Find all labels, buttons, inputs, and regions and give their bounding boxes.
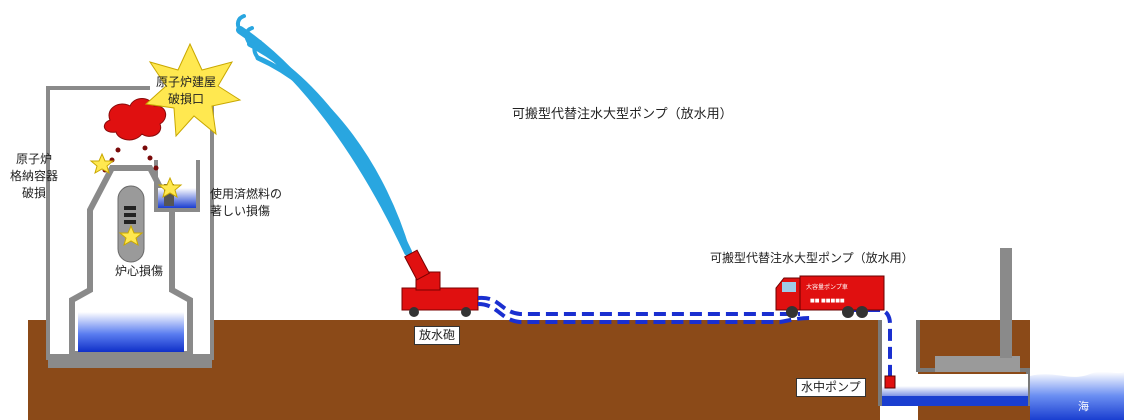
label-reactor-building-breach: 原子炉建屋 破損口	[156, 75, 217, 106]
label-water-cannon: 放水砲	[414, 326, 461, 345]
water-spray	[235, 14, 412, 256]
label-submersible-pump: 水中ポンプ	[796, 378, 866, 397]
intake-trench	[878, 320, 1030, 420]
label-spent-fuel-damage: 使用済燃料の 著しい損傷	[210, 187, 283, 218]
truck-text-2: ■■ ■■■■■	[810, 298, 845, 304]
sea	[1030, 371, 1124, 420]
water-cannon	[401, 249, 479, 317]
submersible-pump	[884, 375, 896, 389]
label-pump-truck: 可搬型代替注水大型ポンプ（放水用）	[710, 251, 914, 265]
truck-text-1: 大容量ポンプ車	[806, 283, 848, 291]
seawall-block	[935, 356, 1020, 372]
label-sea: 海	[1078, 400, 1089, 413]
pump-title: 可搬型代替注水大型ポンプ（放水用）	[512, 107, 733, 122]
ground	[28, 320, 1028, 420]
smoke-cloud	[103, 98, 167, 141]
breach-explosion	[144, 42, 242, 138]
label-containment-damage: 原子炉 格納容器 破損	[10, 152, 59, 200]
chimney	[1000, 248, 1012, 358]
reactor-core	[117, 185, 145, 263]
pump-truck: 大容量ポンプ車 ■■ ■■■■■	[775, 275, 885, 318]
label-core-damage: 炉心損傷	[115, 264, 164, 278]
damage-stars	[89, 152, 183, 247]
hoses	[477, 295, 892, 378]
